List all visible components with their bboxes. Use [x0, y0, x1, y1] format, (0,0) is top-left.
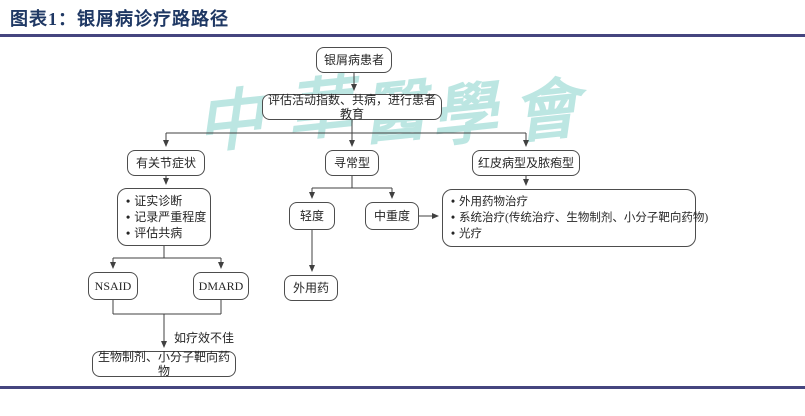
node-vulgaris-type: 寻常型: [325, 150, 379, 176]
node-confirm-diagnosis-list: 证实诊断 记录严重程度 评估共病: [117, 188, 211, 246]
node-moderate-severe: 中重度: [365, 202, 419, 230]
node-joint-symptoms: 有关节症状: [127, 150, 205, 176]
node-treatment-options-list: 外用药物治疗 系统治疗(传统治疗、生物制剂、小分子靶向药物) 光疗: [442, 189, 708, 247]
node-dmard: DMARD: [193, 272, 249, 300]
node-psoriasis-patient: 银屑病患者: [316, 47, 392, 73]
list-item: 记录严重程度: [126, 209, 206, 225]
node-assess-activity-education: 评估活动指数、共病，进行患者教育: [262, 93, 442, 121]
list-item: 外用药物治疗: [451, 194, 528, 210]
node-nsaid: NSAID: [88, 272, 138, 300]
figure-title: 图表1：银屑病诊疗路路径: [10, 9, 229, 29]
node-mild: 轻度: [289, 202, 335, 230]
top-divider-line: [0, 34, 805, 37]
list-item: 系统治疗(传统治疗、生物制剂、小分子靶向药物): [451, 210, 708, 226]
bottom-divider-line: [0, 386, 805, 389]
edge-label-poor-efficacy: 如疗效不佳: [172, 329, 237, 346]
list-item: 证实诊断: [126, 193, 182, 209]
list-item: 评估共病: [126, 225, 182, 241]
node-topical-drug: 外用药: [284, 275, 338, 301]
node-erythrodermic-pustular-type: 红皮病型及脓疱型: [472, 150, 580, 176]
list-item: 光疗: [451, 226, 482, 242]
node-biologics-small-molecule: 生物制剂、小分子靶向药物: [92, 350, 236, 378]
